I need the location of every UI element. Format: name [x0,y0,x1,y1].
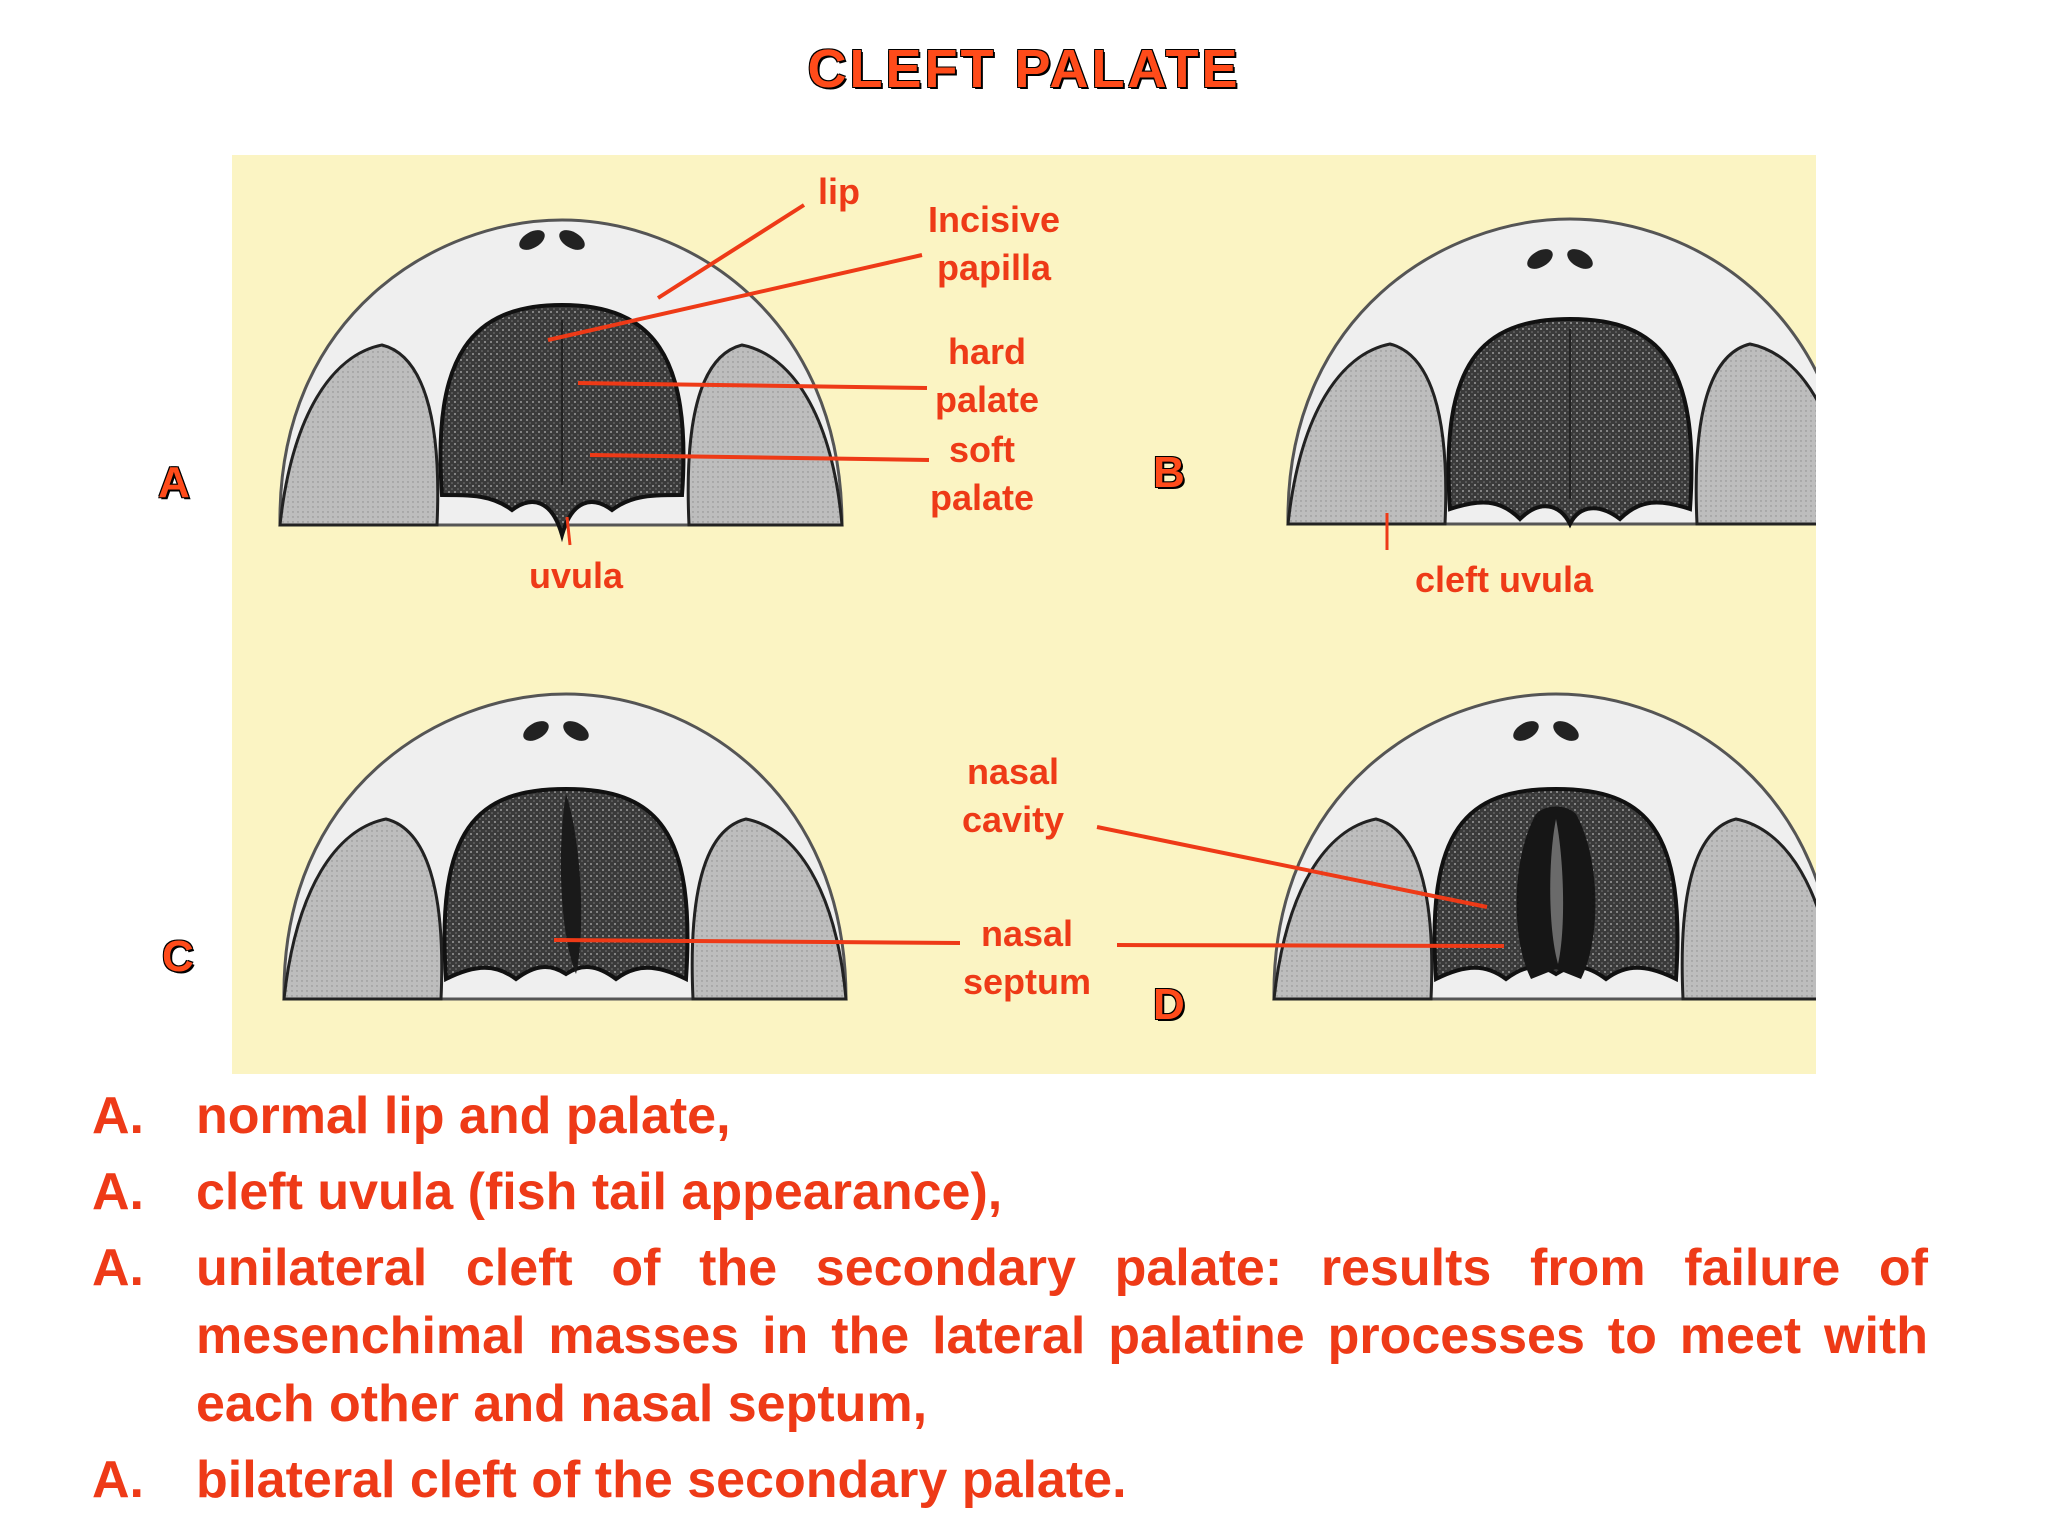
panel-letter-c: C [162,932,194,981]
caption-item: A. cleft uvula (fish tail appearance), [92,1158,1928,1226]
page-title: CLEFT PALATE [807,39,1241,99]
caption-marker: A. [92,1163,144,1221]
caption-list: A. normal lip and palate, A. cleft uvula… [92,1082,1928,1522]
caption-item: A. normal lip and palate, [92,1082,1928,1150]
caption-text: bilateral cleft of the secondary palate. [196,1451,1127,1509]
caption-marker: A. [92,1451,144,1509]
label-nasal-septum: nasal septum [963,913,1092,1002]
caption-marker: A. [92,1087,144,1145]
leader-lines [547,203,1505,948]
panel-letter-a: A [158,458,190,507]
label-lip: lip [818,171,860,212]
head-normal-palate [278,218,844,543]
cleft-palate-diagram [278,203,1816,1001]
head-unilateral-cleft [282,692,848,1001]
caption-text: normal lip and palate, [196,1087,731,1145]
caption-item: A. bilateral cleft of the secondary pala… [92,1446,1928,1514]
panel-letter-b: B [1153,448,1185,497]
panel-letter-d: D [1153,980,1185,1029]
label-incisive-papilla: Incisive papilla [928,199,1061,288]
caption-marker: A. [92,1239,144,1297]
label-uvula: uvula [529,555,624,596]
caption-item: A. unilateral cleft of the secondary pal… [92,1234,1928,1438]
head-bilateral-cleft [1272,692,1816,1001]
label-hard-palate: hard palate [935,331,1040,420]
label-soft-palate: soft palate [930,429,1035,518]
caption-text: unilateral cleft of the secondary palate… [196,1239,1928,1433]
label-cleft-uvula: cleft uvula [1415,559,1594,600]
caption-text: cleft uvula (fish tail appearance), [196,1163,1003,1221]
label-nasal-cavity: nasal cavity [962,751,1065,840]
head-cleft-uvula [1286,217,1816,529]
